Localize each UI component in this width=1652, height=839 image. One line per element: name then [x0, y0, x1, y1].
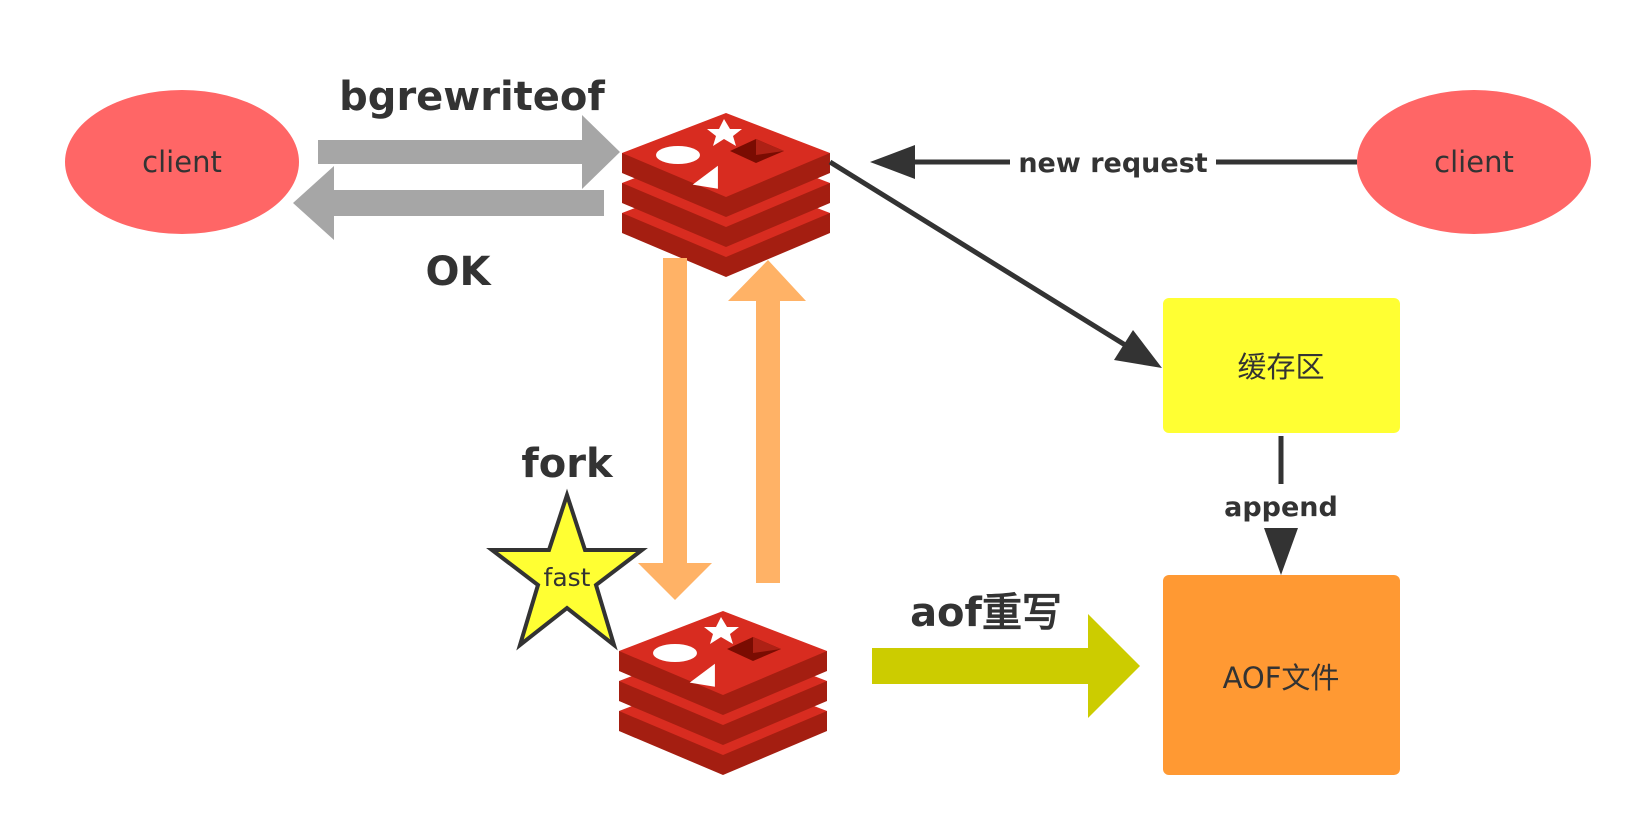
- client-right-label: client: [1434, 145, 1514, 179]
- ok-arrow: [293, 166, 604, 240]
- fast-label: fast: [544, 563, 591, 592]
- new-request-arrowhead: [870, 145, 915, 179]
- fast-star-icon: fast: [486, 488, 648, 651]
- client-left-label: client: [142, 145, 222, 179]
- ok-label: OK: [426, 249, 493, 295]
- server-to-buffer-arrowhead: [1114, 330, 1162, 368]
- append-label: append: [1224, 492, 1338, 523]
- buffer-node: 缓存区: [1163, 298, 1400, 433]
- redis-main-server-icon: [622, 113, 830, 277]
- client-right-node: client: [1357, 90, 1591, 234]
- aof-rewrite-label: aof重写: [910, 590, 1062, 636]
- aof-file-label: AOF文件: [1223, 661, 1340, 695]
- fork-down-arrow: [638, 258, 712, 600]
- bgrewrite-arrow: [318, 115, 620, 189]
- aof-rewrite-arrow: [872, 614, 1140, 718]
- append-arrowhead: [1264, 528, 1298, 575]
- client-left-node: client: [65, 90, 299, 234]
- bgrewrite-label: bgrewriteof: [339, 74, 605, 120]
- aof-file-node: AOF文件: [1163, 575, 1400, 775]
- buffer-label: 缓存区: [1237, 350, 1324, 384]
- fork-label: fork: [521, 441, 614, 487]
- server-to-buffer-line: [828, 159, 1132, 351]
- new-request-label: new request: [1018, 148, 1207, 179]
- fork-up-arrow: [728, 260, 806, 583]
- redis-child-process-icon: [619, 611, 827, 775]
